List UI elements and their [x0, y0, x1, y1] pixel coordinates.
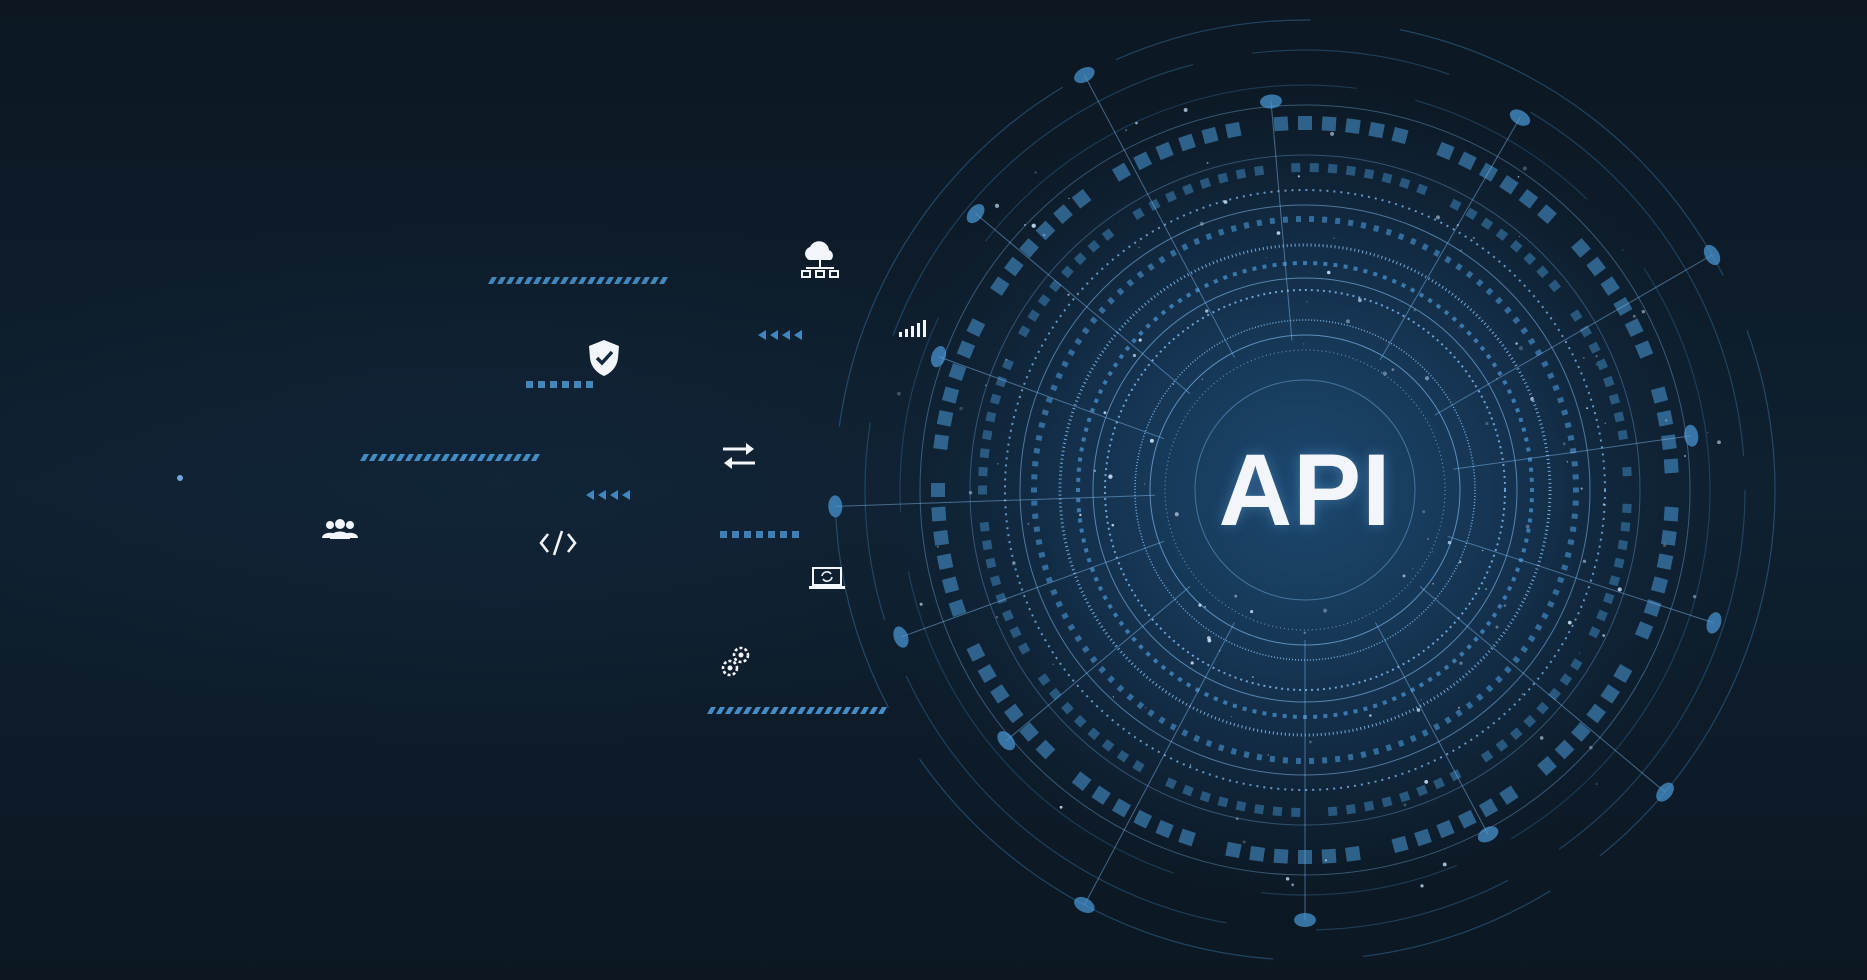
- cloud-network-icon: [800, 238, 840, 280]
- signal-bars-icon: [898, 318, 928, 338]
- shield-check-icon: [586, 338, 622, 378]
- laptop-sync-icon: [808, 566, 846, 592]
- users-icon: [320, 518, 360, 540]
- transfer-arrows-icon: [720, 440, 758, 472]
- api-title: API: [1195, 435, 1415, 545]
- gears-icon: [720, 645, 752, 679]
- code-icon: [538, 528, 578, 558]
- data-streaks: [177, 277, 960, 714]
